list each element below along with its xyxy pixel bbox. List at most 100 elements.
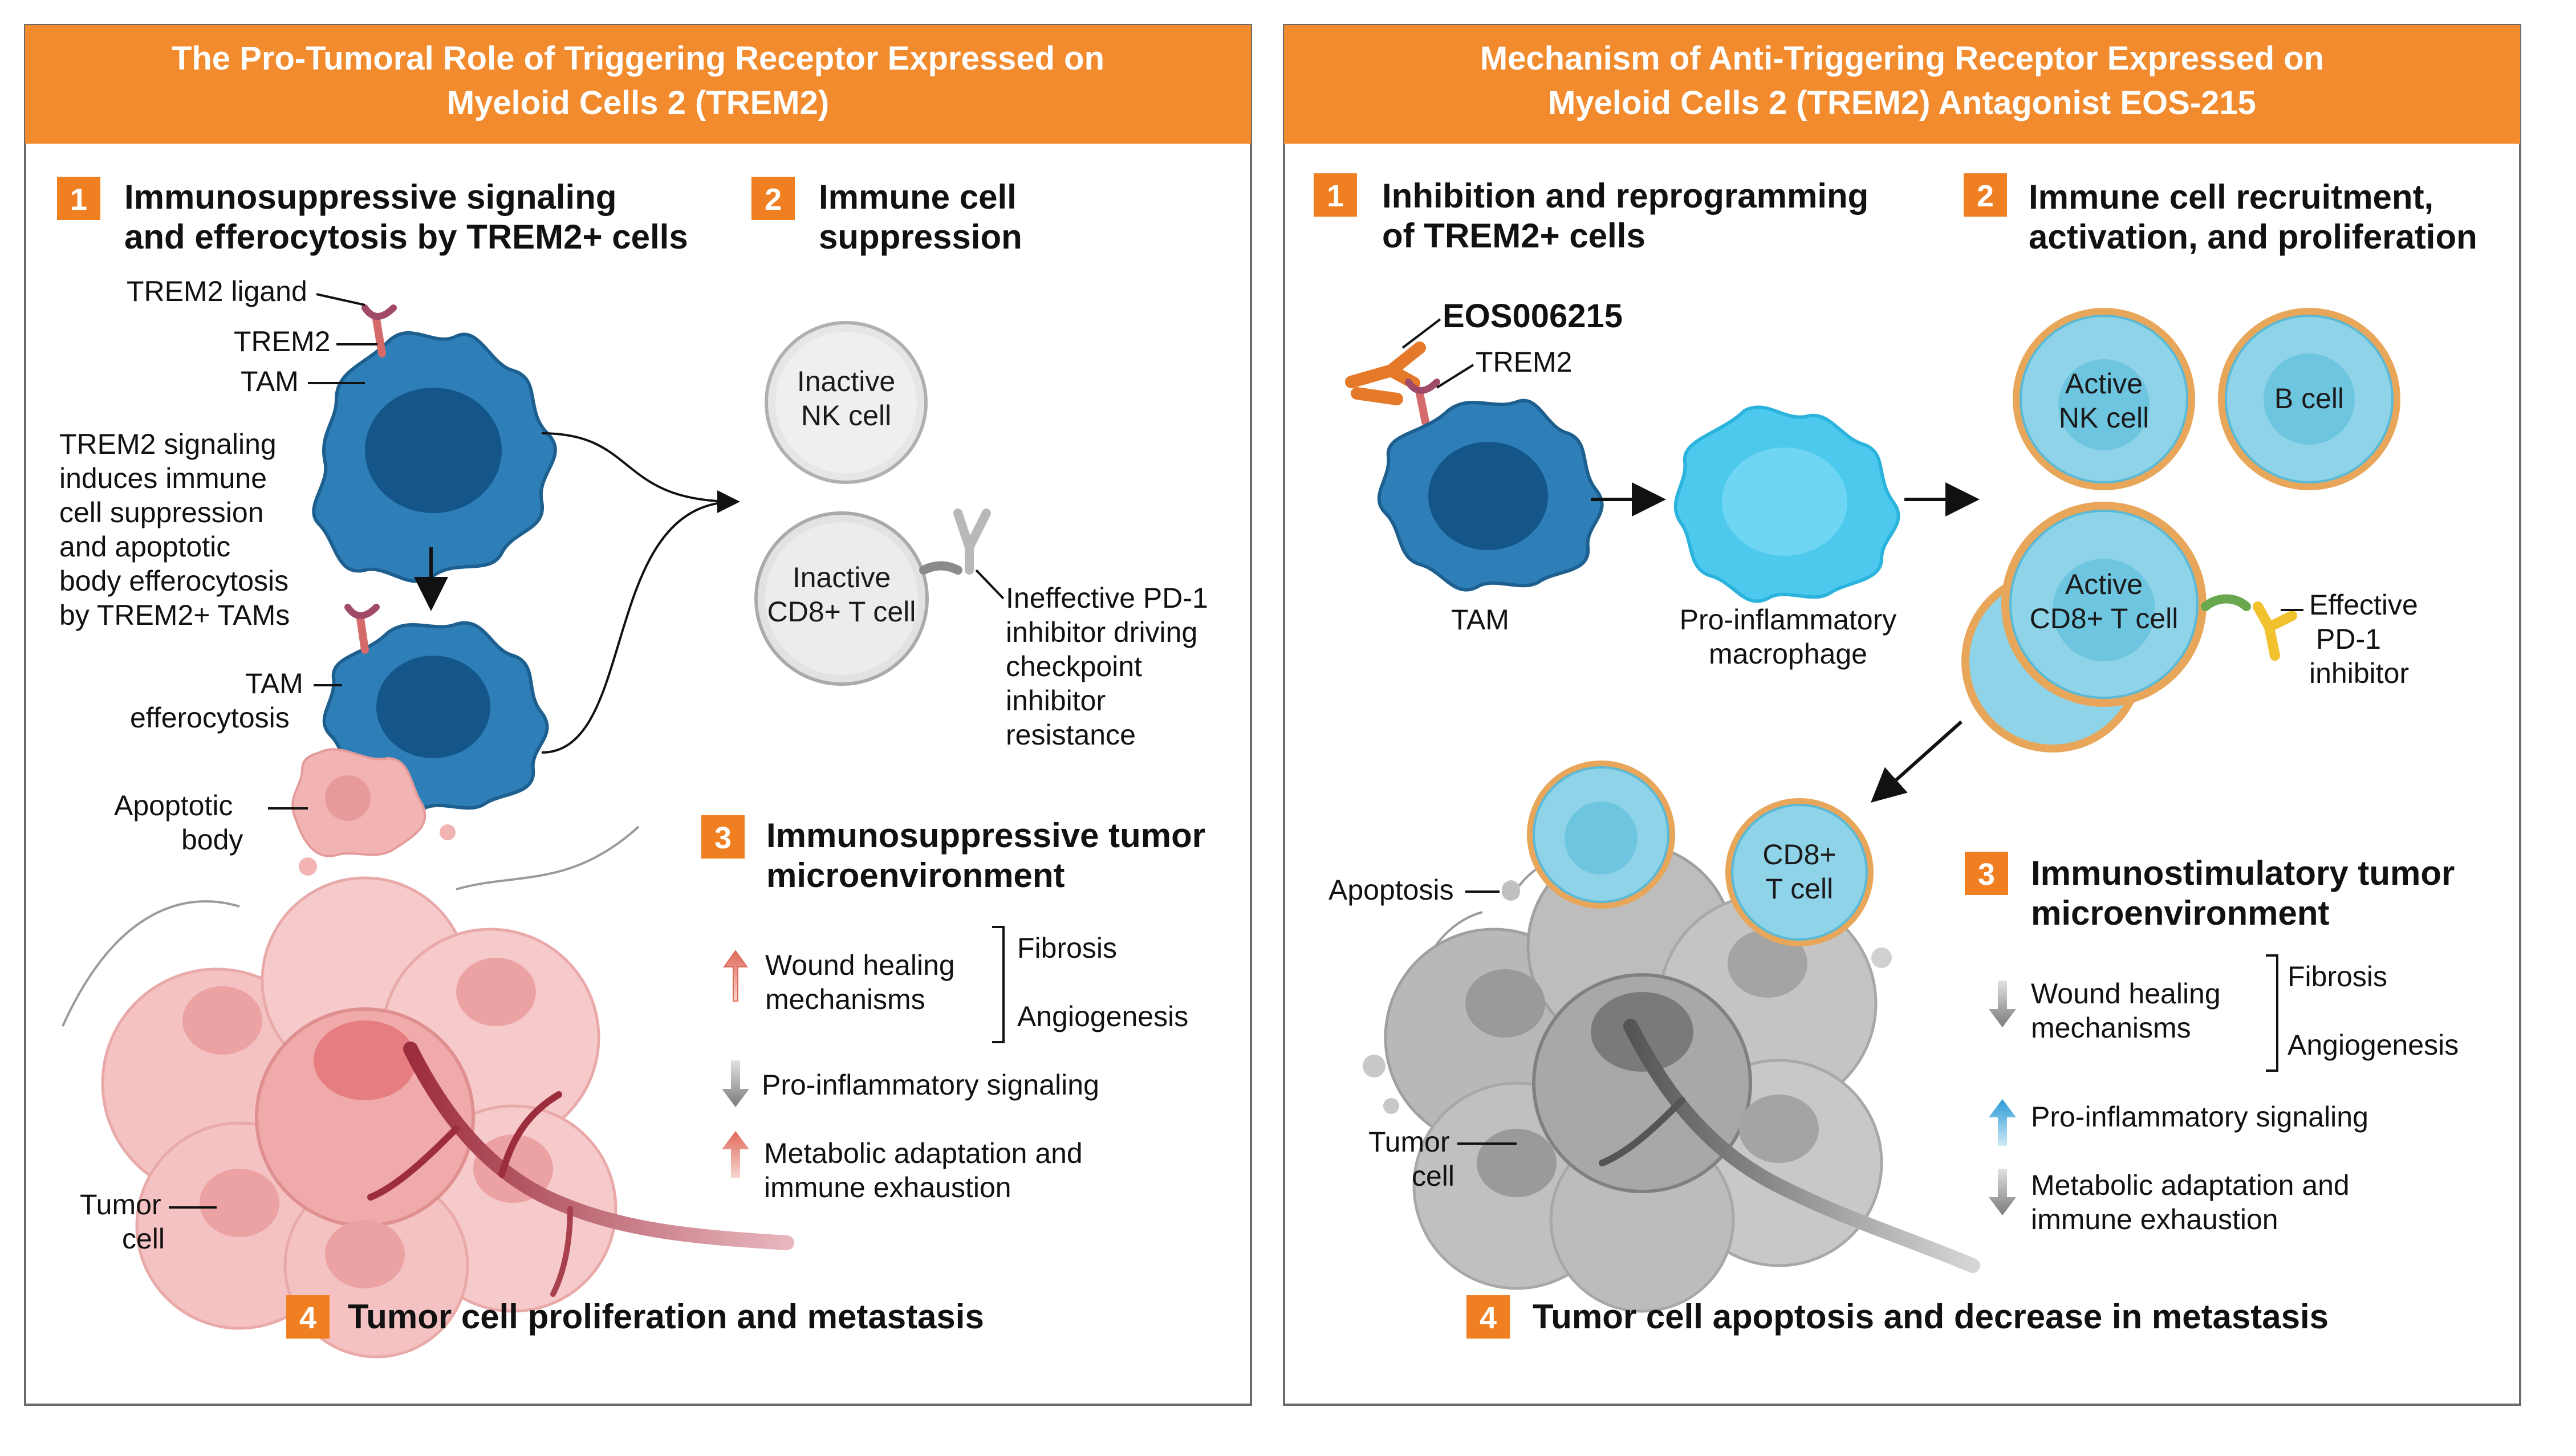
blood-vessel-icon [367,1042,794,1297]
svg-text:by TREM2+ TAMs: by TREM2+ TAMs [59,599,290,631]
up-arrow-red-icon [723,950,748,1002]
label-tumor-cell-right-2: cell [1412,1160,1454,1192]
trem2-receptor-icon-2 [344,604,380,654]
down-arrow-gray-icon-r2 [1989,1169,2016,1215]
label-cd8-t-2: T cell [1766,873,1834,905]
pd1-inhibitor-antibody-icon [919,509,991,575]
svg-text:inhibitor: inhibitor [2309,657,2409,689]
label-tumor-cell-right-1: Tumor [1368,1126,1450,1158]
trem2-signaling-text: TREM2 signaling induces immune cell supp… [59,428,290,631]
right-panel: Mechanism of Anti-Triggering Receptor Ex… [1283,24,2521,1406]
effective-pd1-antibody-icon [2201,594,2297,661]
label-inactive-nk-2: NK cell [801,400,891,432]
arrow-efferocytosis-to-suppression [541,501,736,754]
right-s1-badge [1314,173,1357,217]
bracket-left-wound [992,926,1005,1043]
right-tme-metabolic-1: Metabolic adaptation and [2031,1169,2350,1201]
tumor-mass-apoptotic [1363,820,1980,1313]
svg-text:inhibitor driving: inhibitor driving [1006,616,1197,648]
trem2-receptor-icon-right [1405,379,1440,426]
left-panel: The Pro-Tumoral Role of Triggering Recep… [24,24,1252,1406]
label-trem2-ligand: TREM2 ligand [127,275,307,307]
left-s2-title-line2: suppression [819,218,1022,256]
left-s1-badge [57,177,100,220]
arrow-recruitment-to-tumor [1871,720,1963,803]
left-tme-proinflammatory: Pro-inflammatory signaling [762,1069,1099,1101]
trem2-receptor-icon [361,304,397,357]
left-s2-title-line1: Immune cell [819,178,1017,216]
effective-pd1-text: Effective PD-1 inhibitor [2309,589,2418,689]
label-macrophage-2: macrophage [1709,638,1867,670]
left-s3-title-line1: Immunosuppressive tumor [766,816,1205,855]
up-arrow-blue-icon [1989,1099,2016,1146]
right-s2-title-line2: activation, and proliferation [2029,218,2477,256]
left-s1-title-line2: and efferocytosis by TREM2+ cells [124,218,688,256]
label-active-nk-1: Active [2065,368,2143,400]
leader-eos [1401,318,1441,349]
label-apoptotic-body-1: Apoptotic [114,790,233,821]
bracket-right-wound [2266,954,2278,1072]
right-s2-title-line1: Immune cell recruitment, [2029,178,2433,216]
down-arrow-gray-icon-r1 [1989,981,2016,1027]
label-tam: TAM [241,365,299,397]
tumor-mass [62,825,640,1359]
left-panel-header [25,25,1251,144]
right-panel-header [1284,25,2520,144]
right-s1-num: 1 [1327,179,1344,213]
left-s1-title-line1: Immunosuppressive signaling [124,178,617,216]
right-title-line2: Myeloid Cells 2 (TREM2) Antagonist EOS-2… [1548,84,2256,121]
right-s2-num: 2 [1977,179,1994,213]
svg-text:checkpoint: checkpoint [1006,650,1142,682]
right-tme-fibrosis: Fibrosis [2287,961,2387,993]
leader-trem2-ligand [316,293,365,306]
label-trem2-right: TREM2 [1476,346,1572,378]
svg-text:TREM2 signaling: TREM2 signaling [59,428,277,460]
left-title-line2: Myeloid Cells 2 (TREM2) [447,84,829,121]
left-s2-num: 2 [765,182,782,217]
right-s3-badge [1965,852,2008,895]
svg-text:induces immune: induces immune [59,462,267,494]
right-s1-title-line2: of TREM2+ cells [1382,217,1645,255]
right-tme-wound-1: Wound healing [2031,978,2221,1010]
label-tam-efferocytosis-1: TAM [245,668,303,699]
apoptotic-body [291,748,456,876]
right-tme-metabolic-2: immune exhaustion [2031,1203,2278,1235]
left-s4-num: 4 [299,1301,316,1335]
left-s2-badge [751,177,795,220]
cd8-t-cell-on-tumor [1527,760,1874,946]
left-s4-badge [286,1295,330,1339]
left-tme-metabolic-2: immune exhaustion [764,1172,1011,1203]
label-cd8-t-1: CD8+ [1762,839,1836,871]
down-arrow-gray-icon [722,1060,749,1107]
svg-text:resistance: resistance [1006,719,1136,751]
svg-text:Ineffective PD-1: Ineffective PD-1 [1006,582,1208,614]
b-cell [2218,308,2400,490]
label-apoptosis: Apoptosis [1328,874,1454,906]
leader-trem2-right [1436,364,1474,389]
right-s3-title-line1: Immunostimulatory tumor [2031,854,2455,892]
tam-nucleus [365,388,502,513]
left-title-line1: The Pro-Tumoral Role of Triggering Recep… [172,40,1104,77]
label-active-cd8-2: CD8+ T cell [2030,603,2179,635]
right-s4-badge [1466,1295,1510,1339]
right-s4-title: Tumor cell apoptosis and decrease in met… [1533,1298,2329,1336]
right-tme-wound-2: mechanisms [2031,1012,2191,1044]
svg-text:Effective: Effective [2309,589,2418,621]
label-inactive-cd8-2: CD8+ T cell [767,596,916,628]
right-tme-proinflammatory: Pro-inflammatory signaling [2031,1101,2368,1133]
label-inactive-nk-1: Inactive [797,365,895,397]
ineffective-pd1-text: Ineffective PD-1 inhibitor driving check… [1006,582,1208,751]
label-inactive-cd8-1: Inactive [793,562,891,593]
apoptotic-fragment [1502,882,1520,901]
active-cd8-t-cell [1961,502,2207,753]
left-s4-title: Tumor cell proliferation and metastasis [348,1298,984,1336]
left-tme-fibrosis: Fibrosis [1017,932,1117,964]
label-active-nk-2: NK cell [2059,402,2149,434]
label-tam-right: TAM [1451,604,1509,636]
right-s4-num: 4 [1480,1301,1497,1335]
right-s3-num: 3 [1978,857,1995,892]
left-tme-wound-1: Wound healing [765,949,955,981]
svg-text:cell suppression: cell suppression [59,497,264,528]
left-tme-wound-2: mechanisms [765,983,925,1015]
